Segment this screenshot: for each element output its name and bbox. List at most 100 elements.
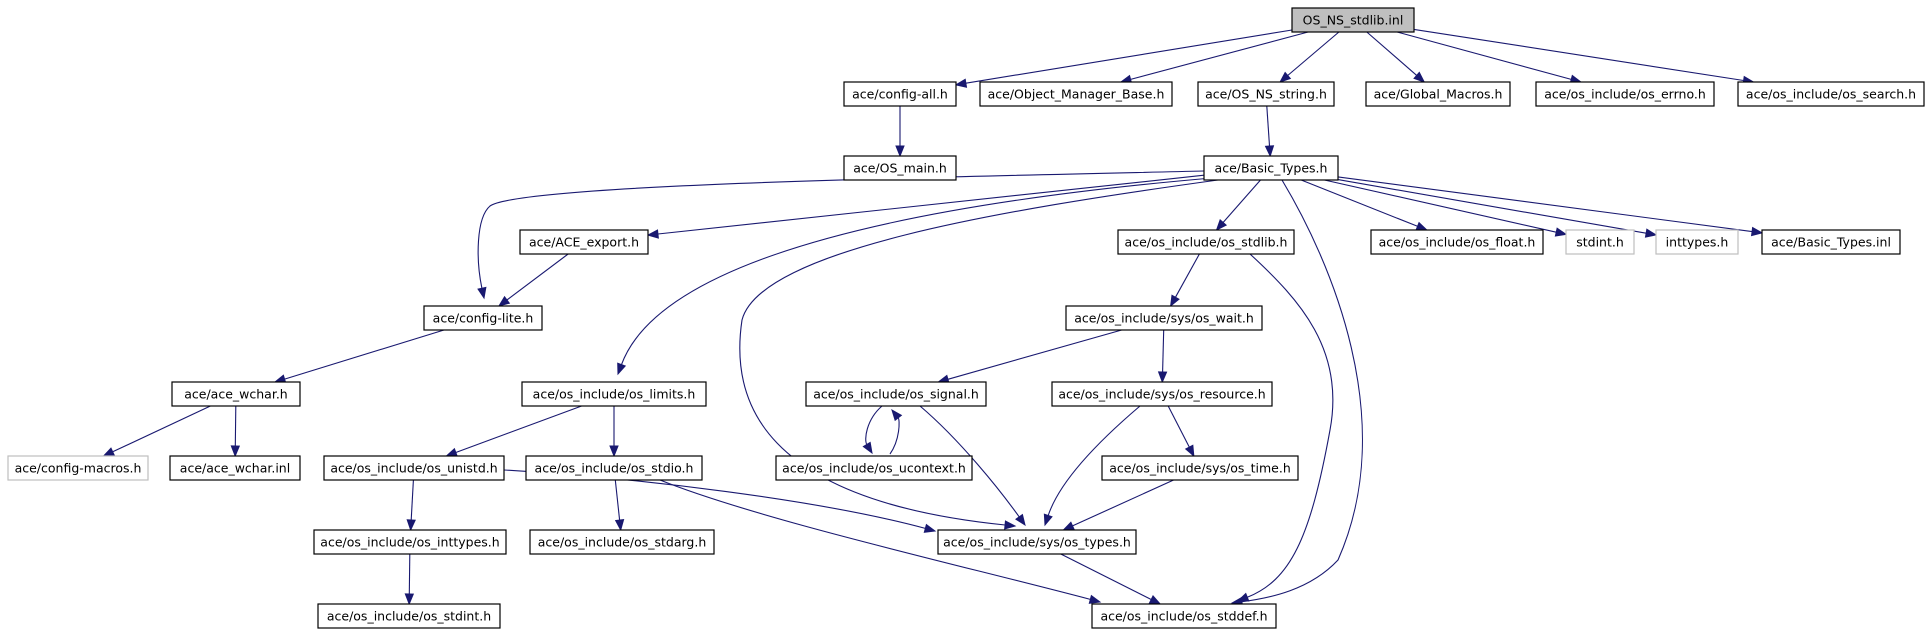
edge-os_stdio-to-os_stdarg	[614, 479, 625, 532]
node-box	[519, 229, 649, 255]
node-box	[937, 529, 1137, 555]
node-os-ns-string[interactable]: ace/OS_NS_string.h	[1197, 81, 1335, 107]
node-box	[1761, 229, 1901, 255]
node-box	[521, 381, 707, 407]
node-box	[843, 155, 957, 181]
node-label: ace/os_include/os_errno.h	[1544, 87, 1706, 102]
node-label: ace/os_include/os_stdio.h	[535, 461, 694, 476]
node-label: ace/config-all.h	[852, 87, 948, 102]
node-ace-export[interactable]: ace/ACE_export.h	[519, 229, 649, 255]
edge-os_stdlib-to-os_wait	[1169, 253, 1200, 308]
node-label: ace/config-lite.h	[433, 311, 534, 326]
node-os-unistd[interactable]: ace/os_include/os_unistd.h	[323, 455, 505, 481]
node-basic-types-inl[interactable]: ace/Basic_Types.inl	[1761, 229, 1901, 255]
node-box	[525, 455, 703, 481]
node-config-macros: ace/config-macros.h	[7, 455, 149, 481]
node-ace-wchar[interactable]: ace/ace_wchar.h	[171, 381, 301, 407]
graph-nodes: OS_NS_stdlib.inl ace/config-all.h ace/Obje…	[7, 7, 1925, 629]
node-box	[775, 455, 973, 481]
edge-os_inttypes-to-os_stdint	[404, 553, 415, 606]
node-label: ace/os_include/os_stdarg.h	[538, 535, 707, 550]
node-os-stdint[interactable]: ace/os_include/os_stdint.h	[317, 603, 501, 629]
node-label: ace/os_include/os_stddef.h	[1100, 609, 1267, 624]
node-root[interactable]: OS_NS_stdlib.inl	[1291, 7, 1415, 33]
node-config-all[interactable]: ace/config-all.h	[843, 81, 957, 107]
edge-os_limits-to-os_unistd	[445, 405, 582, 457]
node-box	[805, 381, 987, 407]
node-box	[1065, 305, 1263, 331]
node-os-inttypes[interactable]: ace/os_include/os_inttypes.h	[313, 529, 507, 555]
node-box	[1051, 381, 1273, 407]
edge-basic_types-to-basic_types_inl	[1337, 176, 1764, 237]
node-os-limits[interactable]: ace/os_include/os_limits.h	[521, 381, 707, 407]
node-box	[323, 455, 505, 481]
edge-os_time-to-os_types	[1062, 479, 1174, 531]
node-label: ace/ace_wchar.inl	[180, 461, 290, 476]
node-label: ace/os_include/os_stdint.h	[327, 609, 491, 624]
node-os-stdlib[interactable]: ace/os_include/os_stdlib.h	[1117, 229, 1295, 255]
node-box	[843, 81, 957, 107]
edge-basic_types-to-os_limits	[617, 177, 1213, 376]
node-box	[1197, 81, 1335, 107]
graph-edges	[102, 28, 1764, 607]
edge-os_wait-to-os_resource	[1157, 329, 1168, 384]
edge-os_stdlib-to-os_stddef	[1236, 253, 1334, 602]
node-label: ace/os_include/os_inttypes.h	[320, 535, 499, 550]
node-os-stdarg[interactable]: ace/os_include/os_stdarg.h	[529, 529, 715, 555]
node-box	[317, 603, 501, 629]
node-os-errno[interactable]: ace/os_include/os_errno.h	[1535, 81, 1715, 107]
node-ace-wchar-inl[interactable]: ace/ace_wchar.inl	[169, 455, 301, 481]
node-box	[1370, 229, 1544, 255]
node-os-wait[interactable]: ace/os_include/sys/os_wait.h	[1065, 305, 1263, 331]
node-box	[1737, 81, 1925, 107]
node-label: ace/config-macros.h	[15, 461, 142, 476]
node-label: ace/os_include/sys/os_time.h	[1109, 461, 1291, 476]
node-box	[529, 529, 715, 555]
node-stdint: stdint.h	[1565, 229, 1635, 255]
node-os-float[interactable]: ace/os_include/os_float.h	[1370, 229, 1544, 255]
node-label: ace/ace_wchar.h	[184, 387, 287, 402]
node-box	[1291, 7, 1415, 33]
node-box	[1365, 81, 1511, 107]
node-box	[1091, 603, 1277, 629]
edge-os_ucontext-to-os_signal	[889, 408, 903, 455]
node-box	[423, 305, 543, 331]
edge-config_lite-to-ace_wchar	[273, 329, 445, 384]
node-label: ace/os_include/sys/os_types.h	[943, 535, 1131, 550]
node-os-stddef[interactable]: ace/os_include/os_stddef.h	[1091, 603, 1277, 629]
node-basic-types[interactable]: ace/Basic_Types.h	[1203, 155, 1339, 181]
node-label: ace/os_include/sys/os_wait.h	[1074, 311, 1254, 326]
node-os-time[interactable]: ace/os_include/sys/os_time.h	[1101, 455, 1299, 481]
node-box	[1117, 229, 1295, 255]
node-box	[7, 455, 149, 481]
node-omb[interactable]: ace/Object_Manager_Base.h	[979, 81, 1173, 107]
node-os-stdio[interactable]: ace/os_include/os_stdio.h	[525, 455, 703, 481]
edge-root-to-os_errno	[1396, 31, 1583, 84]
edge-os_resource-to-os_time	[1167, 405, 1195, 458]
node-label: ace/os_include/os_ucontext.h	[782, 461, 966, 476]
node-box	[1101, 455, 1299, 481]
node-os-search[interactable]: ace/os_include/os_search.h	[1737, 81, 1925, 107]
node-global-macros[interactable]: ace/Global_Macros.h	[1365, 81, 1511, 107]
node-config-lite[interactable]: ace/config-lite.h	[423, 305, 543, 331]
edge-os_signal-to-os_ucontext	[862, 405, 883, 455]
edge-basic_types-to-os_stdlib	[1215, 179, 1261, 232]
node-label: ace/os_include/os_search.h	[1746, 87, 1916, 102]
edge-os_limits-to-os_stdio	[609, 406, 619, 458]
node-os-resource[interactable]: ace/os_include/sys/os_resource.h	[1051, 381, 1273, 407]
node-label: ace/Object_Manager_Base.h	[988, 87, 1165, 102]
node-os-main[interactable]: ace/OS_main.h	[843, 155, 957, 181]
node-os-ucontext[interactable]: ace/os_include/os_ucontext.h	[775, 455, 973, 481]
edge-os_stdio-to-os_stddef	[659, 479, 1102, 604]
node-label: ace/os_include/os_stdlib.h	[1125, 235, 1288, 250]
node-os-signal[interactable]: ace/os_include/os_signal.h	[805, 381, 987, 407]
node-os-types[interactable]: ace/os_include/sys/os_types.h	[937, 529, 1137, 555]
edge-root-to-global_macros	[1366, 31, 1426, 83]
edge-basic_types-to-os_float	[1300, 179, 1429, 231]
node-label: ace/ACE_export.h	[529, 235, 639, 250]
node-label: ace/OS_main.h	[853, 161, 947, 176]
edge-basic_types-to-inttypes	[1337, 179, 1658, 238]
node-label: OS_NS_stdlib.inl	[1303, 13, 1404, 28]
edge-os_unistd-to-os_inttypes	[406, 479, 416, 532]
